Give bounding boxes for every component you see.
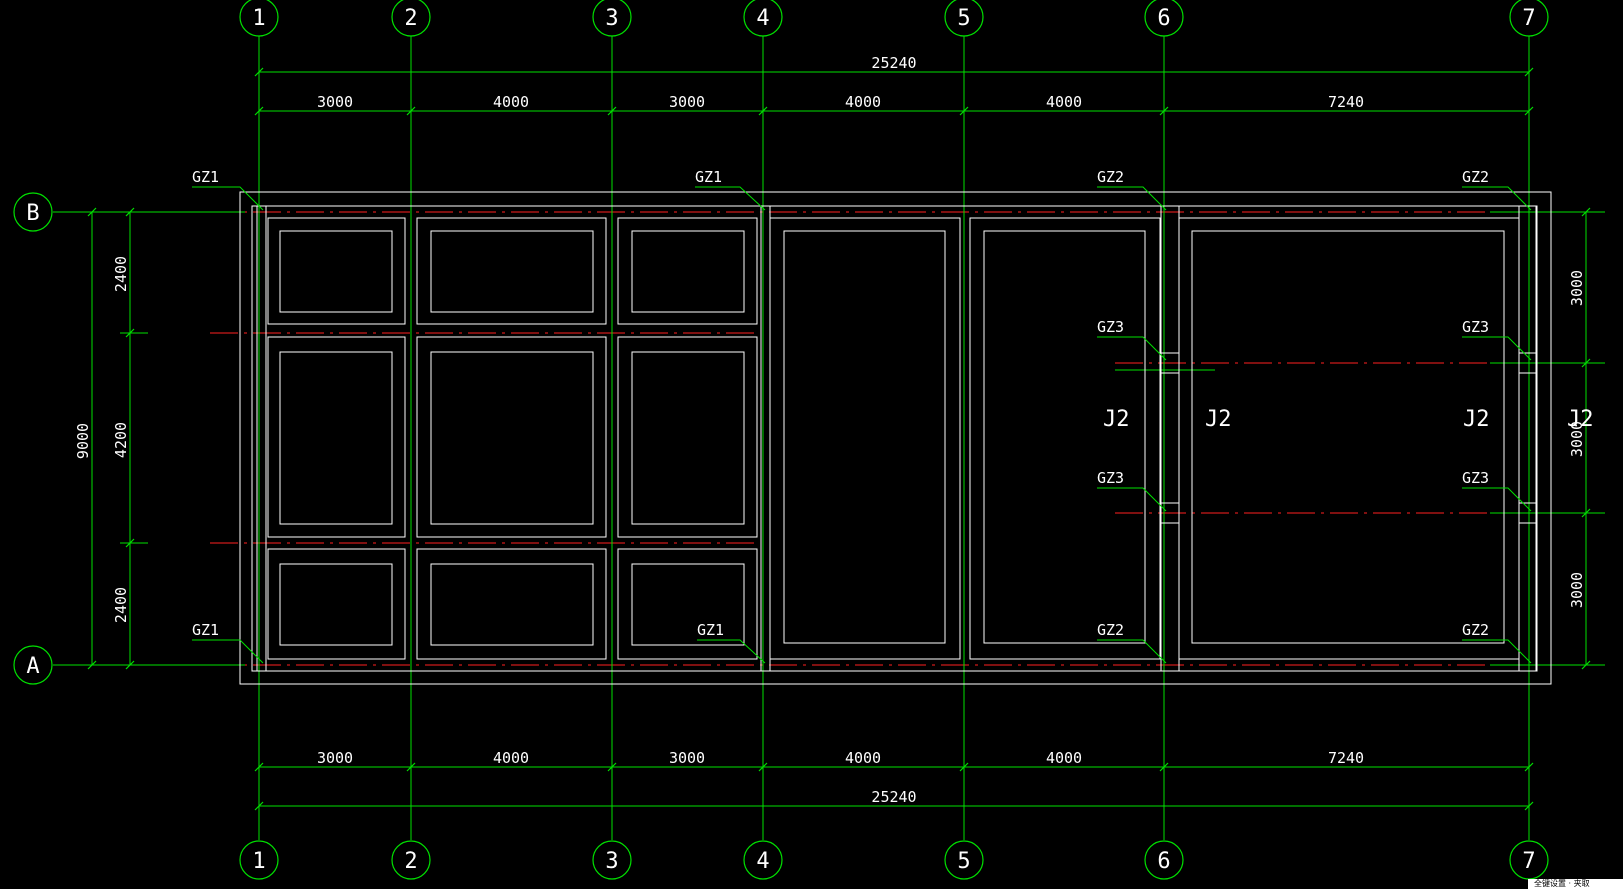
tag-gz2-2: GZ2	[1462, 168, 1489, 186]
tag-leaders	[192, 186, 1532, 664]
footing-tags: J2 J2 J2 J2	[1103, 407, 1594, 432]
grid-bubble-5-bottom	[944, 840, 984, 880]
grid-bubbles-top	[239, 0, 1549, 37]
grid-label-4-top: 4	[756, 6, 769, 31]
footing-cells	[267, 217, 1538, 660]
dim-top-bay-1: 3000	[317, 93, 353, 111]
tag-gz1-1: GZ1	[192, 168, 219, 186]
dim-top-total: 25240	[871, 54, 916, 72]
dim-bottom-bay-3: 3000	[669, 749, 705, 767]
grid-label-5-bottom: 5	[957, 849, 970, 874]
grid-label-2-bottom: 2	[404, 849, 417, 874]
grid-bubble-2-top	[391, 0, 431, 37]
dim-left-span-2: 4200	[112, 422, 130, 458]
grid-bubble-labels: 1 2 3 4 5 6 7 1 2 3 4 5 6 7 B A	[26, 6, 1535, 874]
grid-label-5-top: 5	[957, 6, 970, 31]
grid-label-6-top: 6	[1157, 6, 1170, 31]
dim-left-total: 9000	[74, 423, 92, 459]
grid-bubble-4-bottom	[743, 840, 783, 880]
dim-top-bay-5: 4000	[1046, 93, 1082, 111]
footing-tag-1: J2	[1103, 407, 1130, 432]
grid-bubble-7-top	[1509, 0, 1549, 37]
grid-label-7-top: 7	[1522, 6, 1535, 31]
grid-label-1-bottom: 1	[252, 849, 265, 874]
dim-right-span-1: 3000	[1568, 270, 1586, 306]
foundation-outline	[239, 191, 1552, 685]
dim-top-bay-6: 7240	[1328, 93, 1364, 111]
dim-bottom-bay-1: 3000	[317, 749, 353, 767]
grid-label-6-bottom: 6	[1157, 849, 1170, 874]
tag-gz1-4: GZ1	[697, 621, 724, 639]
grid-bubble-4-top	[743, 0, 783, 37]
grid-bubble-6-top	[1144, 0, 1184, 37]
grid-label-7-bottom: 7	[1522, 849, 1535, 874]
grid-bubble-B	[13, 192, 53, 232]
dim-left-span-1: 2400	[112, 256, 130, 292]
tag-gz1-2: GZ1	[695, 168, 722, 186]
dim-bottom-total: 25240	[871, 788, 916, 806]
tag-gz2-1: GZ2	[1097, 168, 1124, 186]
footing-tag-2: J2	[1205, 407, 1232, 432]
footing-tag-4: J2	[1567, 407, 1594, 432]
column-tags: GZ1 GZ1 GZ2 GZ2 GZ3 GZ3 GZ3 GZ3 GZ1 GZ1 …	[192, 168, 1489, 639]
grid-bubble-1-bottom	[239, 840, 279, 880]
tag-gz3-4: GZ3	[1462, 469, 1489, 487]
dimension-lines	[87, 67, 1591, 811]
grid-label-1-top: 1	[252, 6, 265, 31]
footing-tag-3: J2	[1463, 407, 1490, 432]
dim-left-span-3: 2400	[112, 587, 130, 623]
grid-bubble-6-bottom	[1144, 840, 1184, 880]
grid-label-3-bottom: 3	[605, 849, 618, 874]
grid-bubble-3-bottom	[592, 840, 632, 880]
dimension-texts: 25240 3000 4000 3000 4000 4000 7240 3000…	[74, 54, 1586, 806]
grid-label-A: A	[26, 654, 39, 679]
dim-right-span-2: 3000	[1568, 421, 1586, 457]
status-tab[interactable]: 全键设置 · 夹取	[1528, 879, 1623, 889]
grid-bubbles-rows	[13, 192, 53, 685]
grid-bubble-1-top	[239, 0, 279, 37]
grid-label-B: B	[26, 201, 39, 226]
tag-gz3-3: GZ3	[1097, 469, 1124, 487]
tag-gz2-4: GZ2	[1462, 621, 1489, 639]
grid-label-4-bottom: 4	[756, 849, 769, 874]
dim-bottom-bay-2: 4000	[493, 749, 529, 767]
dim-bottom-bay-5: 4000	[1046, 749, 1082, 767]
tag-gz3-1: GZ3	[1097, 318, 1124, 336]
grid-bubble-3-top	[592, 0, 632, 37]
grid-bubble-A	[13, 645, 53, 685]
dim-top-bay-2: 4000	[493, 93, 529, 111]
grid-bubbles-bottom	[239, 840, 1549, 880]
grid-label-3-top: 3	[605, 6, 618, 31]
tag-gz2-3: GZ2	[1097, 621, 1124, 639]
grid-label-2-top: 2	[404, 6, 417, 31]
dim-bottom-bay-6: 7240	[1328, 749, 1364, 767]
tag-gz3-2: GZ3	[1462, 318, 1489, 336]
dim-bottom-bay-4: 4000	[845, 749, 881, 767]
grid-bubble-2-bottom	[391, 840, 431, 880]
dim-top-bay-3: 3000	[669, 93, 705, 111]
dim-right-span-3: 3000	[1568, 572, 1586, 608]
grid-bubble-5-top	[944, 0, 984, 37]
tag-gz1-3: GZ1	[192, 621, 219, 639]
dim-top-bay-4: 4000	[845, 93, 881, 111]
